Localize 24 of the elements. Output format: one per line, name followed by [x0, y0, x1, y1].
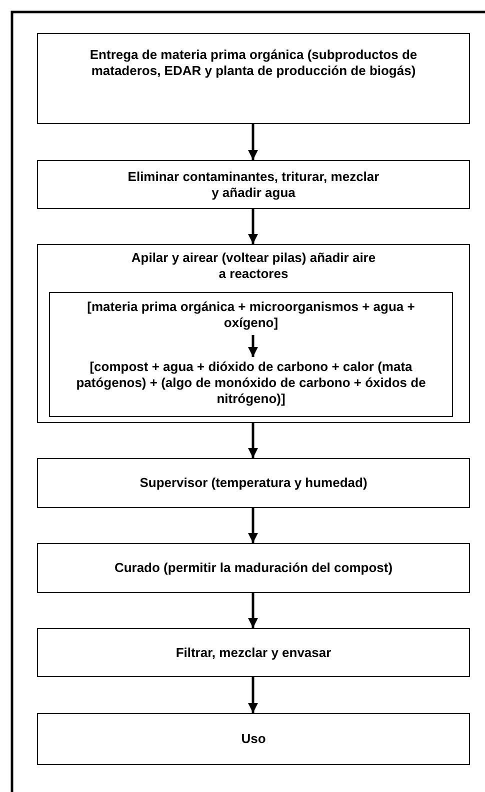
process-box	[37, 244, 470, 423]
arrow	[248, 209, 258, 244]
arrow	[248, 593, 258, 628]
process-box	[37, 543, 470, 593]
process-box	[37, 160, 470, 209]
reaction-text: [materia prima orgánica + microorganismos + agua + oxígeno]	[86, 299, 416, 331]
process-box	[37, 458, 470, 508]
step-text: Uso	[240, 731, 267, 747]
step-text: Eliminar contaminantes, triturar, mezclar y añadir agua	[126, 169, 380, 201]
step-text: Filtrar, mezclar y envasar	[174, 645, 332, 661]
reaction-text: [compost + agua + dióxido de carbono + calor (mata patógenos) + (algo de monóxido de carbono + óxidos de nitrógeno)]	[75, 359, 427, 407]
step-text: Supervisor (temperatura y humedad)	[138, 475, 368, 491]
process-box	[37, 628, 470, 677]
inner-box	[49, 292, 453, 417]
arrow	[248, 335, 258, 357]
arrow	[248, 508, 258, 543]
arrow	[248, 124, 258, 160]
step-text: Entrega de materia prima orgánica (subproductos de mataderos, EDAR y planta de producción de biogás)	[88, 47, 418, 79]
step-text: Apilar y airear (voltear pilas) añadir aire a reactores	[130, 250, 377, 282]
arrow	[248, 677, 258, 713]
process-box	[37, 713, 470, 765]
arrow	[248, 423, 258, 458]
step-text: Curado (permitir la maduración del compost)	[113, 560, 394, 576]
process-box	[37, 33, 470, 124]
